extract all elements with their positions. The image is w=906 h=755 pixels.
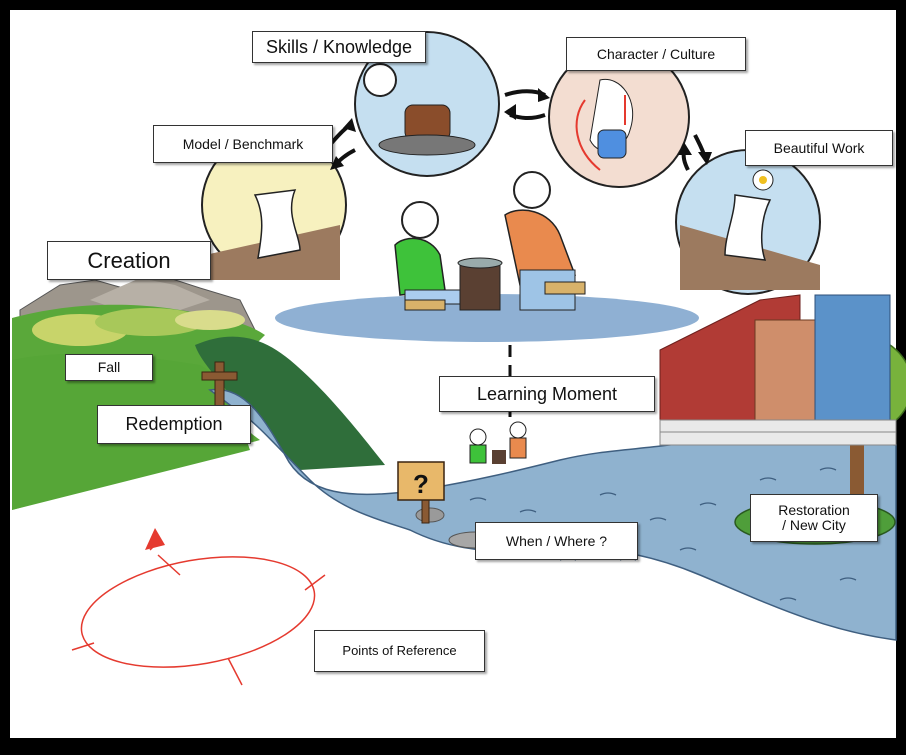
label-model-benchmark: Model / Benchmark — [153, 125, 333, 163]
scene-platform — [275, 294, 699, 342]
label-learning-moment: Learning Moment — [439, 376, 655, 412]
circle-beautiful — [675, 149, 821, 295]
river — [208, 388, 897, 641]
label-character-culture: Character / Culture — [566, 37, 746, 71]
potters-figures — [394, 171, 586, 311]
forest-slope — [195, 336, 385, 470]
reference-compass — [71, 528, 326, 686]
label-points-of-reference: Points of Reference — [314, 630, 485, 672]
circle-character — [548, 46, 690, 188]
circle-model — [201, 132, 347, 280]
city — [659, 294, 897, 446]
small-vignette — [469, 421, 527, 464]
label-redemption: Redemption — [97, 405, 251, 444]
label-fall: Fall — [65, 354, 153, 381]
label-restoration-line1: Restoration — [778, 502, 850, 519]
label-skills-knowledge: Skills / Knowledge — [252, 31, 426, 63]
label-restoration-line2: / New City — [782, 517, 846, 533]
label-restoration-new-city: Restoration / New City — [750, 494, 878, 542]
label-when-where: When / Where ? — [475, 522, 638, 560]
question-signpost: ? — [397, 461, 445, 524]
cross-icon — [201, 361, 238, 409]
circle-skills — [354, 31, 500, 177]
label-creation: Creation — [47, 241, 211, 280]
label-beautiful-work: Beautiful Work — [745, 130, 893, 166]
svg-text:?: ? — [413, 469, 429, 499]
